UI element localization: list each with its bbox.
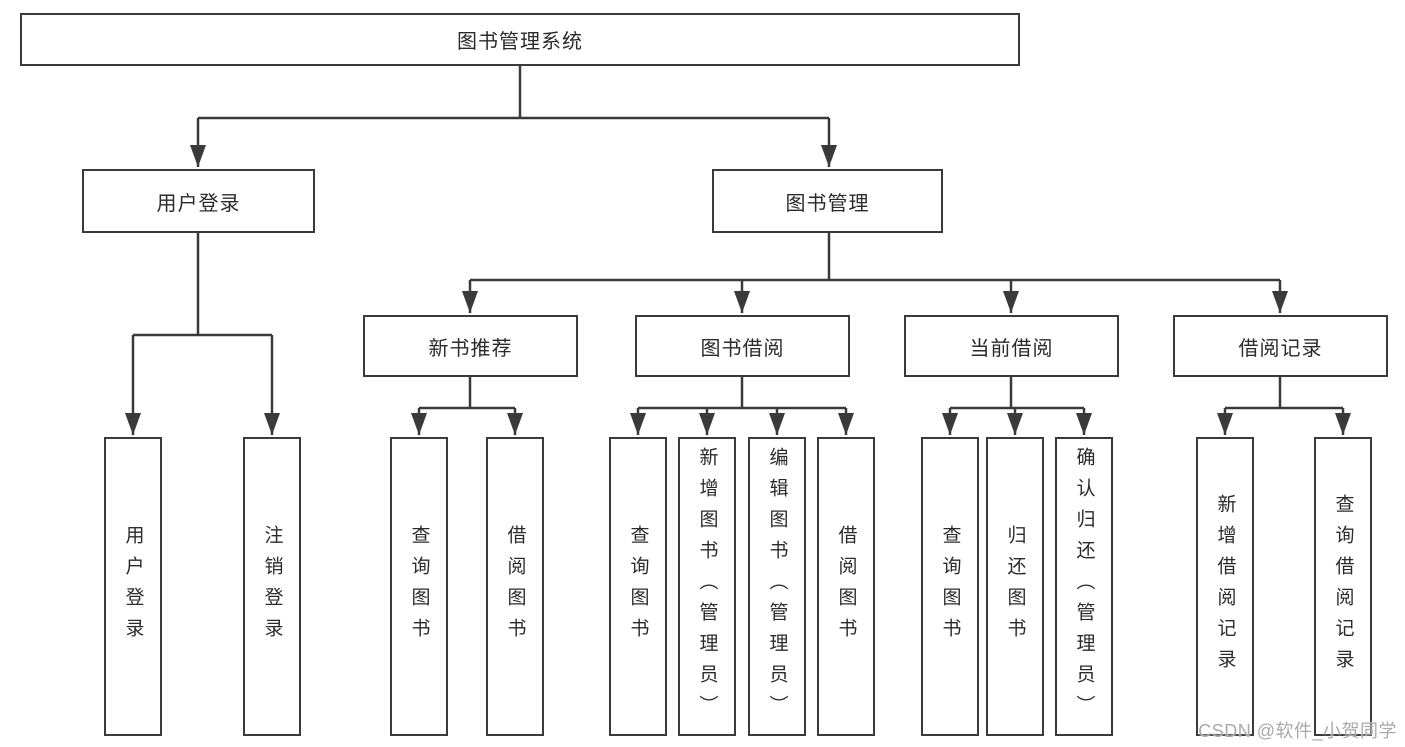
csdn-watermark: CSDN @软件_小贺同学	[1198, 721, 1397, 741]
node-new-book-recommendation: 新书推荐	[363, 315, 578, 377]
leaf-edit-books-admin: 编辑图书（管理员）	[748, 437, 806, 736]
leaf-return-books: 归还图书	[986, 437, 1044, 736]
node-user-login: 用户登录	[82, 169, 315, 233]
node-root: 图书管理系统	[20, 13, 1020, 66]
leaf-query-books-borrowing: 查询图书	[609, 437, 667, 736]
node-borrowing-records: 借阅记录	[1173, 315, 1388, 377]
node-book-management: 图书管理	[712, 169, 943, 233]
leaf-query-books-recommend: 查询图书	[390, 437, 448, 736]
leaf-logout-login: 注销登录	[243, 437, 301, 736]
node-current-borrowing: 当前借阅	[904, 315, 1119, 377]
leaf-query-borrow-record: 查询借阅记录	[1314, 437, 1372, 736]
node-book-borrowing: 图书借阅	[635, 315, 850, 377]
leaf-borrow-books-recommend: 借阅图书	[486, 437, 544, 736]
leaf-add-borrow-record: 新增借阅记录	[1196, 437, 1254, 736]
leaf-query-books-current: 查询图书	[921, 437, 979, 736]
leaf-user-login: 用户登录	[104, 437, 162, 736]
leaf-borrow-books-borrowing: 借阅图书	[817, 437, 875, 736]
connector-group	[125, 66, 1351, 435]
leaf-confirm-return-admin: 确认归还（管理员）	[1055, 437, 1113, 736]
leaf-add-books-admin: 新增图书（管理员）	[678, 437, 736, 736]
